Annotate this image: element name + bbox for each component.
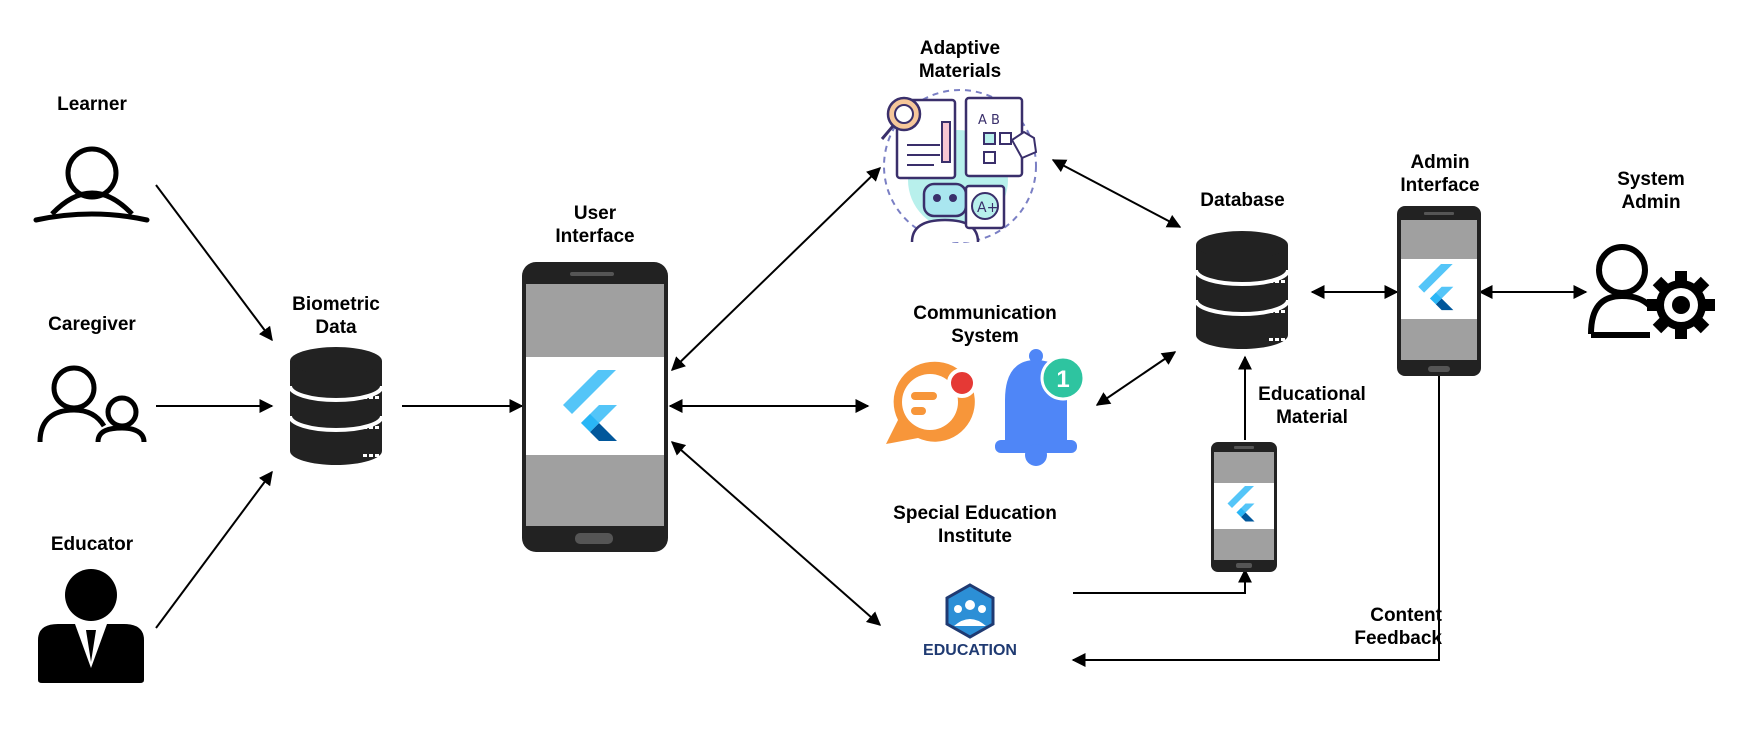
connectors <box>155 159 1588 667</box>
caregiver-label: Caregiver <box>48 314 136 335</box>
adaptive-materials-illustration: A B A+ <box>880 89 1038 243</box>
biometric-database-icon <box>288 345 384 467</box>
arrow-adaptive-database <box>1051 159 1182 228</box>
caregiver-icon <box>37 365 147 443</box>
educational-material-phone <box>1211 442 1277 572</box>
database-icon <box>1194 229 1290 351</box>
educator-icon <box>38 569 144 683</box>
learner-label: Learner <box>57 94 127 115</box>
database-label: Database <box>1200 190 1285 211</box>
svg-text:A B: A B <box>978 113 1000 128</box>
arrow-institute-material <box>1073 568 1252 594</box>
learner-icon <box>33 146 150 223</box>
notification-badge-count: 1 <box>1056 366 1069 393</box>
arrow-ui-institute <box>670 441 882 626</box>
bell-icon: 1 <box>995 349 1086 466</box>
education-logo-text: EDUCATION <box>923 642 1017 659</box>
arrow-learner-biometric <box>155 184 273 342</box>
system-admin-icon <box>1588 244 1715 339</box>
arrow-communication-database <box>1095 351 1177 406</box>
education-logo: EDUCATION <box>923 583 1017 659</box>
arrow-content-feedback <box>1071 376 1440 667</box>
admin-interface-phone <box>1397 206 1481 376</box>
chat-icon <box>886 361 977 444</box>
svg-text:A+: A+ <box>977 200 998 216</box>
educator-label: Educator <box>50 534 134 555</box>
user-interface-phone <box>522 262 668 552</box>
arrow-ui-adaptive <box>670 167 882 371</box>
arrow-educator-biometric <box>155 470 273 629</box>
